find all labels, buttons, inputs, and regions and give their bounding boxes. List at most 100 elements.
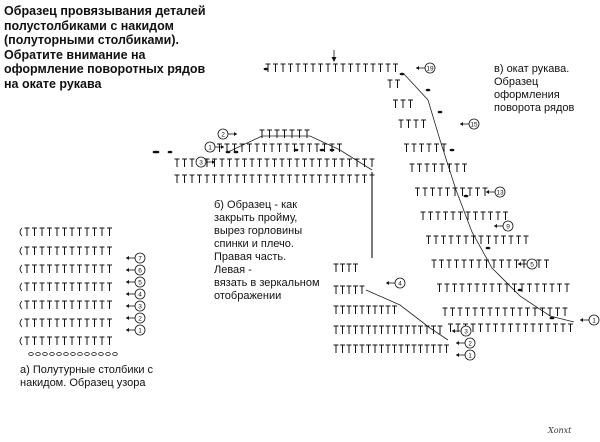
row-number: 6 — [138, 267, 142, 274]
stitch-symbol — [107, 282, 112, 291]
row-marker: 1 — [456, 349, 476, 361]
stitch-symbol — [378, 63, 383, 72]
stitch-symbol — [405, 325, 410, 334]
stitch-symbol — [355, 63, 361, 72]
stitch-symbol — [504, 283, 510, 292]
stitch-symbol — [317, 174, 322, 183]
stitch-symbol — [459, 283, 465, 292]
stitch-symbol — [219, 174, 225, 183]
slip-stitch-symbol — [167, 150, 173, 154]
stitch-symbol — [411, 143, 417, 152]
row-number: 5 — [530, 261, 534, 268]
stitch-symbol — [353, 285, 358, 294]
stitch-symbol — [452, 283, 457, 292]
stitch-symbol — [24, 227, 30, 236]
stitch-symbol — [502, 307, 508, 316]
chain-stitch-symbol — [84, 352, 90, 356]
stitch-symbol — [540, 307, 545, 316]
slip-stitch-symbol — [329, 148, 335, 152]
stitch-symbol — [309, 174, 315, 183]
row-number: 15 — [470, 121, 478, 128]
stitch-symbol — [77, 318, 82, 327]
stitch-symbol — [385, 63, 391, 72]
stitch-symbol — [269, 143, 275, 152]
row-marker: 4 — [386, 277, 406, 289]
stitch-symbol — [54, 318, 60, 327]
stitch-symbol — [249, 174, 255, 183]
stitch-symbol — [333, 325, 339, 334]
stitch-symbol — [69, 318, 75, 327]
stitch-symbol — [99, 336, 105, 345]
marker-circle — [134, 252, 146, 264]
stitch-symbol — [84, 300, 90, 309]
stitch-symbol — [359, 344, 365, 353]
stitch-symbol — [288, 63, 293, 72]
stitch-symbol — [387, 79, 393, 88]
stitch-symbol — [227, 174, 232, 183]
stitch-symbol — [514, 259, 519, 268]
stitch-symbol — [417, 163, 422, 172]
arrow-head-icon — [460, 122, 463, 126]
stitch-symbol — [324, 174, 330, 183]
stitch-symbol — [415, 187, 420, 196]
connector-layer — [19, 50, 575, 346]
stitch-symbol — [506, 259, 512, 268]
stitch-symbol — [346, 305, 352, 314]
stitch-symbol — [274, 129, 280, 138]
diagram-title: Образец провязывания деталей полустолбик… — [4, 4, 304, 91]
stitch-symbol — [272, 174, 277, 183]
stitch-symbol — [107, 336, 112, 345]
stitch-symbol — [538, 323, 543, 332]
stitch-symbol — [424, 344, 430, 353]
marker-circle — [134, 288, 146, 300]
stitch-symbol — [254, 143, 260, 152]
stitch-symbol — [482, 187, 488, 196]
caption-c-line: поворота рядов — [494, 102, 575, 114]
stitch-symbol — [287, 174, 292, 183]
caption-b-line: отображении — [214, 290, 282, 302]
stitch-symbol — [398, 325, 404, 334]
marker-circle — [394, 277, 406, 289]
stitch-symbol — [359, 285, 365, 294]
chain-stitch-symbol — [42, 352, 48, 356]
stitch-symbol — [77, 246, 82, 255]
stitch-symbol — [302, 158, 307, 167]
stitch-symbol — [182, 174, 187, 183]
row-number: 19 — [426, 65, 434, 72]
stitch-symbol — [77, 336, 82, 345]
row-marker: 2 — [126, 312, 146, 324]
stitch-symbol — [475, 187, 480, 196]
stitch-symbol — [62, 264, 67, 273]
stitch-symbol — [242, 174, 247, 183]
stitch-symbol — [346, 344, 352, 353]
marker-circle — [588, 314, 600, 326]
stitch-symbol — [372, 344, 378, 353]
slip-stitch-symbol — [263, 67, 269, 71]
title-line: Обратите внимание на — [4, 47, 146, 62]
stitch-symbol — [527, 283, 532, 292]
stitch-symbol — [333, 63, 338, 72]
stitch-symbol — [446, 259, 452, 268]
row-number: 2 — [468, 340, 472, 347]
stitch-symbol — [280, 63, 286, 72]
row-marker: 1 — [204, 141, 224, 153]
stitch-symbol — [332, 174, 337, 183]
slip-stitch-symbol — [517, 288, 523, 292]
row-marker: 3 — [126, 300, 146, 312]
caption-c-line: Образец — [494, 76, 539, 88]
stitch-symbol — [32, 282, 37, 291]
stitch-symbol — [439, 259, 444, 268]
stitch-symbol — [437, 325, 443, 334]
stitch-symbol — [69, 264, 75, 273]
stitch-symbol — [426, 235, 431, 244]
stitch-symbol — [359, 325, 365, 334]
row-marker: 3 — [452, 325, 472, 337]
stitch-symbol — [467, 187, 473, 196]
stitch-symbol — [437, 344, 443, 353]
stitch-symbol — [432, 163, 437, 172]
stitch-symbol — [77, 300, 82, 309]
stitch-symbol — [508, 323, 513, 332]
stitch-symbol — [493, 323, 498, 332]
stitch-symbol — [379, 344, 384, 353]
stitch-symbol — [549, 283, 555, 292]
